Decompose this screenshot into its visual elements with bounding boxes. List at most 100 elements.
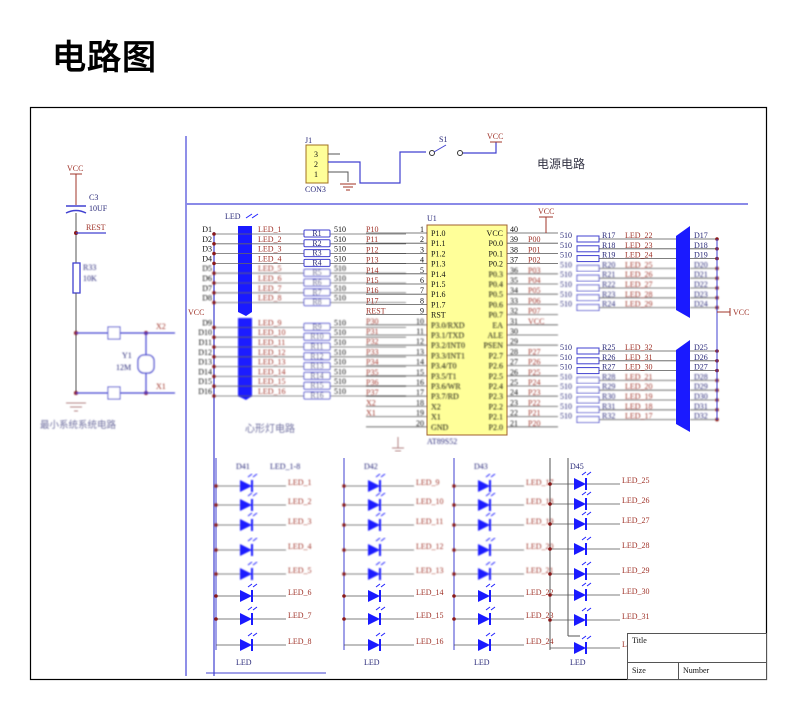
column-header: D41 — [236, 462, 250, 471]
pin-number: 35 — [510, 276, 518, 285]
pin-name: P3.2/INT0 — [431, 341, 465, 350]
light-emission-icon — [485, 632, 496, 637]
pin-name: P3.5/T1 — [431, 372, 457, 381]
pin-net: P37 — [366, 388, 378, 397]
pin-name: P1.1 — [431, 239, 445, 248]
ground-icon — [392, 437, 404, 452]
resistor-value: 510 — [560, 241, 572, 250]
diode-ref: D23 — [694, 290, 708, 299]
resistor-value: 510 — [560, 372, 572, 381]
led-net-label: LED_17 — [625, 412, 653, 421]
pin-name: P3.3/INT1 — [431, 351, 465, 360]
pin-net: P05 — [528, 286, 540, 295]
pin-net: P20 — [528, 419, 540, 428]
led-net-label: LED_27 — [625, 280, 653, 289]
cap-c2 — [107, 386, 121, 400]
column-led-row: LED_1 — [214, 473, 312, 492]
led-net-label: LED_7 — [258, 284, 282, 293]
x1-net: X1 — [156, 382, 166, 391]
led-net-label: LED_28 — [625, 290, 653, 299]
led-net-label: LED_23 — [526, 611, 554, 620]
resistor-value: 510 — [334, 284, 346, 293]
led-net-label: LED_15 — [258, 377, 286, 386]
pin-net: P03 — [528, 266, 540, 275]
resistor-ref: R22 — [602, 280, 615, 289]
pin-net: P27 — [528, 347, 540, 356]
resistor-value: 510 — [334, 225, 346, 234]
diode-ref: D1 — [202, 225, 212, 234]
reset-net-label: REST — [86, 223, 106, 232]
pin-number: 20 — [416, 419, 424, 428]
pin-name: P2.0 — [489, 423, 503, 432]
column-led-row: LED_26 — [548, 491, 650, 510]
light-emission-icon — [375, 606, 386, 611]
light-emission-icon — [247, 583, 258, 588]
column-header: D45 — [570, 462, 584, 471]
led-net-label: LED_4 — [288, 542, 312, 551]
resistor-icon — [72, 262, 81, 294]
led-net-label: LED_8 — [258, 294, 282, 303]
resistor-ref: R9 — [312, 322, 321, 331]
column-led-row: LED_10 — [342, 492, 444, 511]
resistor-ref: R4 — [312, 258, 321, 267]
light-emission-icon — [485, 583, 496, 588]
led-stack-top — [238, 226, 252, 316]
resistor-icon — [303, 249, 331, 258]
resistor-value: 510 — [560, 392, 572, 401]
diode-ref: D20 — [694, 260, 708, 269]
led-net-label: LED_8 — [288, 637, 312, 646]
pin-number: 7 — [420, 286, 424, 295]
connector-pin-number: 3 — [314, 150, 318, 159]
pin-net: REST — [366, 307, 386, 316]
cap-c1 — [107, 326, 121, 340]
led-net-label: LED_19 — [526, 517, 554, 526]
diode-ref: D18 — [694, 241, 708, 250]
led-net-label: LED_18 — [526, 497, 554, 506]
column-led-row: LED_13 — [342, 561, 444, 580]
pin-net: P12 — [366, 245, 378, 254]
pin-net: P34 — [366, 358, 378, 367]
column-led-row: LED_3 — [214, 512, 312, 531]
led-net-label: LED_12 — [258, 348, 286, 357]
led-net-label: LED_6 — [258, 274, 282, 283]
resistor-value: 510 — [560, 343, 572, 352]
resistor-value: 510 — [560, 231, 572, 240]
diode-ref: D4 — [202, 254, 212, 263]
led-array-header: LED — [225, 212, 241, 221]
pin-name: P0.7 — [489, 311, 503, 320]
resistor-ref: R21 — [602, 270, 615, 279]
column-header: D43 — [474, 462, 488, 471]
pin-name: P1.2 — [431, 249, 445, 258]
led-net-label: LED_20 — [625, 382, 653, 391]
led-net-label: LED_1 — [258, 225, 282, 234]
led-diode-icon — [478, 568, 491, 580]
led-diode-icon — [368, 544, 381, 556]
resistor-ref: R6 — [312, 278, 321, 287]
light-emission-icon — [375, 512, 386, 517]
pin-net: P06 — [528, 296, 540, 305]
led-net-label: LED_31 — [622, 612, 650, 621]
resistor-ref: R23 — [602, 290, 615, 299]
resistor-value: 510 — [334, 377, 346, 386]
led-diode-icon — [574, 478, 587, 490]
led-diode-icon — [478, 590, 491, 602]
led-diode-icon — [368, 499, 381, 511]
light-emission-icon — [485, 473, 496, 478]
led-net-label: LED_5 — [258, 264, 282, 273]
led-net-label: LED_11 — [258, 338, 285, 347]
resistor-icon — [303, 332, 331, 341]
diode-ref: D3 — [202, 245, 212, 254]
power-section: J1 321 CON3 S1 VCC 电源电路 — [305, 132, 585, 194]
